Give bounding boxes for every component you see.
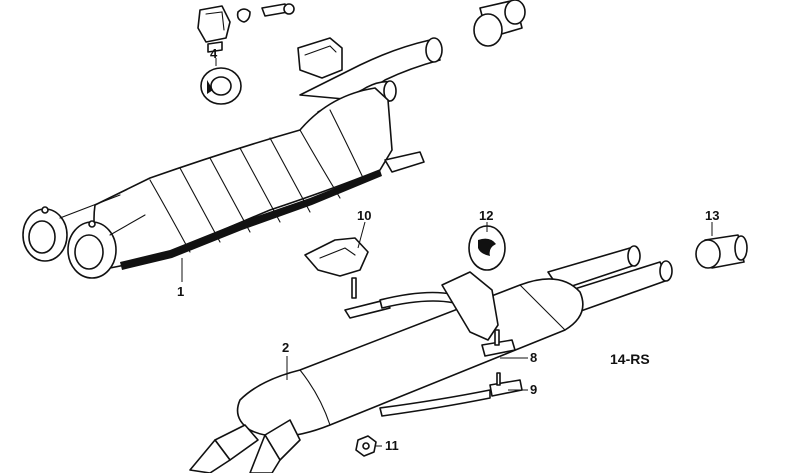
part-8-clamp-bracket[interactable] [441, 271, 516, 357]
part-12-rubber-ring[interactable] [468, 225, 506, 271]
callout-9: 9 [530, 382, 537, 397]
part-2-rear-silencer[interactable] [189, 245, 673, 473]
part-4-rubber-mount[interactable] [200, 67, 242, 105]
callout-12: 12 [479, 208, 493, 223]
leader-lines [181, 58, 713, 447]
diagram-code: 14-RS [610, 351, 650, 367]
callout-11: 11 [385, 438, 399, 453]
callout-8: 8 [530, 350, 537, 365]
part-13-sleeve[interactable] [695, 234, 748, 269]
callout-4: 4 [210, 46, 218, 61]
callout-2: 2 [282, 340, 289, 355]
callouts: 1 2 4 8 9 10 11 12 13 14-RS [177, 46, 719, 453]
bracket-hardware-top[interactable] [197, 3, 295, 53]
connecting-sleeve-top[interactable] [473, 0, 526, 47]
callout-13: 13 [705, 208, 719, 223]
part-11-nut[interactable] [355, 435, 377, 457]
part-10-hanger[interactable] [304, 237, 391, 319]
callout-1: 1 [177, 284, 184, 299]
part-9-strap[interactable] [489, 372, 523, 397]
callout-10: 10 [357, 208, 371, 223]
part-1-front-silencer[interactable] [22, 37, 443, 279]
